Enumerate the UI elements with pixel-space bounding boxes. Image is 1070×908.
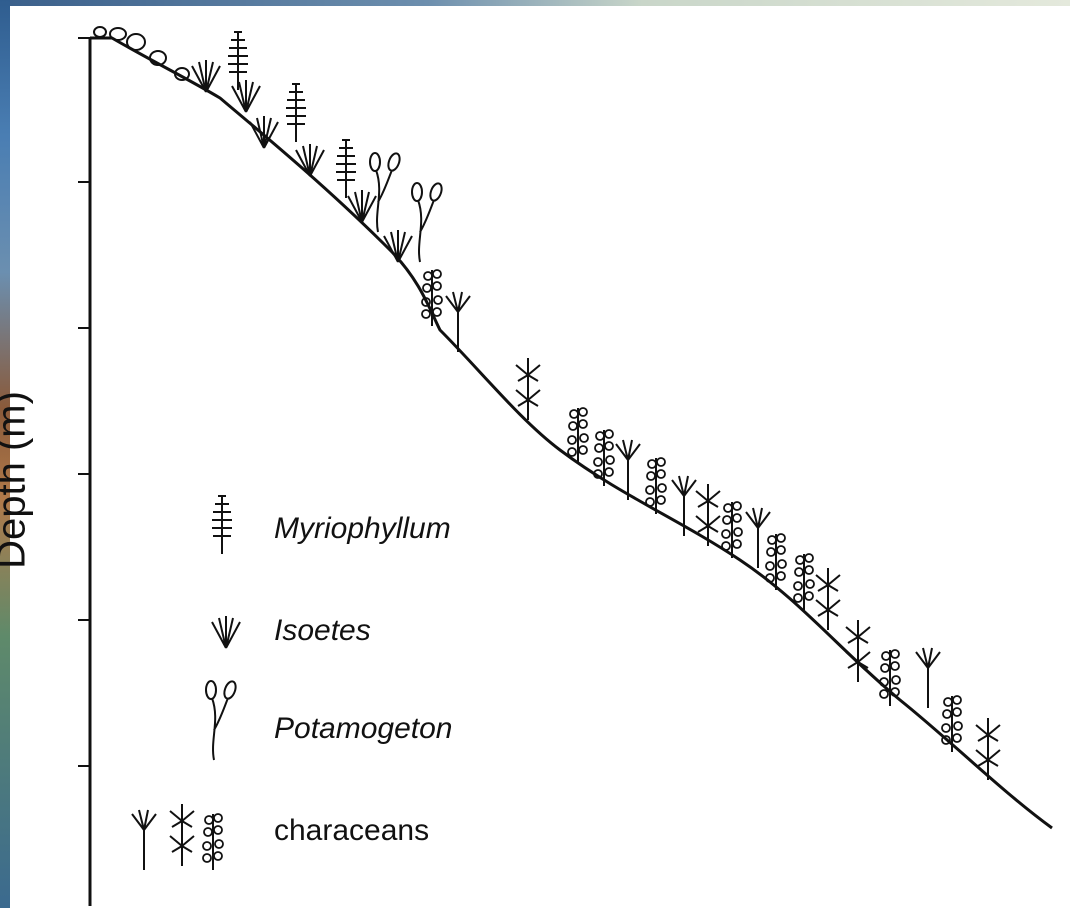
- potamogeton-icon: [206, 680, 238, 760]
- legend-icons: [132, 496, 240, 870]
- legend-label-characeans: characeans: [274, 814, 429, 848]
- shallow-zone-plants: [192, 32, 444, 262]
- legend-label-potamogeton: Potamogeton: [274, 712, 452, 746]
- y-axis-label-text: Depth (m): [0, 391, 35, 569]
- y-axis-ticks: [78, 38, 90, 766]
- lakebed-profile: [90, 38, 1052, 828]
- characeans-icon: [132, 804, 223, 870]
- deep-zone-characeans: [422, 270, 1000, 780]
- myriophyllum-icon: [212, 496, 232, 554]
- isoetes-icon: [212, 616, 240, 648]
- legend-label-myriophyllum: Myriophyllum: [274, 512, 451, 546]
- legend-label-isoetes: Isoetes: [274, 614, 371, 648]
